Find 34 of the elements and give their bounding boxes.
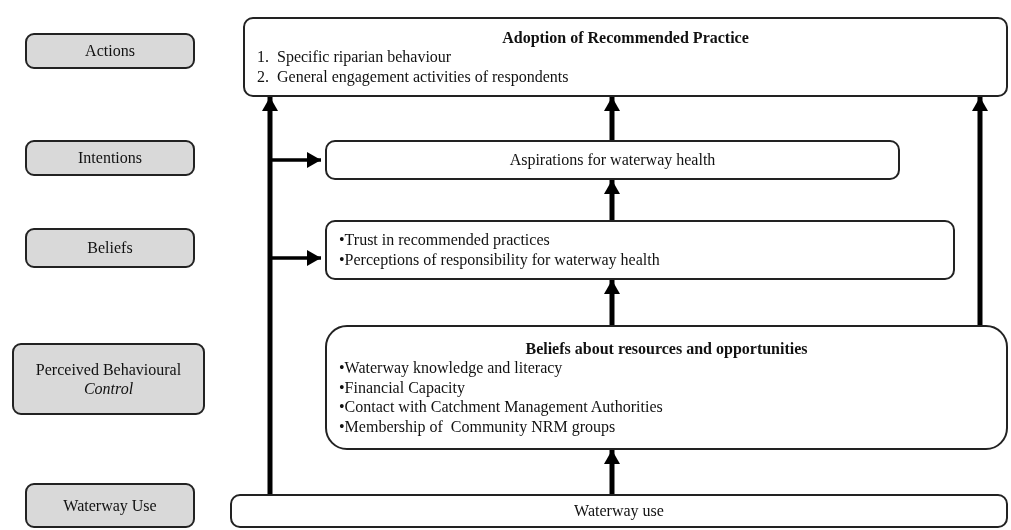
arrow	[268, 250, 321, 494]
box-text: •Financial Capacity	[339, 377, 465, 398]
arrow	[972, 97, 988, 325]
box-text: •Perceptions of responsibility for waterway health	[339, 250, 660, 270]
concept-box	[325, 325, 1008, 450]
concept-box	[230, 494, 1008, 528]
box-text: •Contact with Catchment Management Authorities	[339, 397, 663, 417]
stage-label-box	[25, 228, 195, 268]
stage-label: Waterway Use	[63, 495, 157, 516]
box-text: •Trust in recommended practices	[339, 230, 550, 250]
arrow	[262, 97, 278, 494]
stage-label: Intentions	[78, 148, 142, 168]
box-text: Waterway use	[574, 501, 664, 521]
arrow	[604, 450, 620, 494]
concept-box	[243, 17, 1008, 97]
concept-box	[325, 220, 955, 280]
stage-label-box	[25, 140, 195, 176]
box-text: 1. Specific riparian behaviour	[257, 47, 452, 67]
stage-label: Beliefs	[87, 238, 133, 258]
stage-label-box	[25, 33, 195, 69]
stage-label-box	[12, 343, 205, 415]
box-text: •Waterway knowledge and literacy	[339, 358, 563, 378]
box-text: Aspirations for waterway health	[509, 150, 716, 170]
arrow	[604, 180, 620, 220]
box-heading: Beliefs about resources and opportunities	[525, 338, 808, 359]
arrow	[604, 97, 620, 140]
stage-label-box	[25, 483, 195, 528]
concept-box	[325, 140, 900, 180]
box-text: •Membership of Community NRM groups	[339, 416, 616, 437]
box-text: 2. General engagement activities of respondents	[257, 66, 569, 87]
stage-label: Actions	[85, 41, 135, 61]
box-heading: Adoption of Recommended Practice	[502, 27, 749, 48]
stage-label: Perceived Behavioural Control	[34, 359, 183, 399]
arrow	[604, 280, 620, 325]
